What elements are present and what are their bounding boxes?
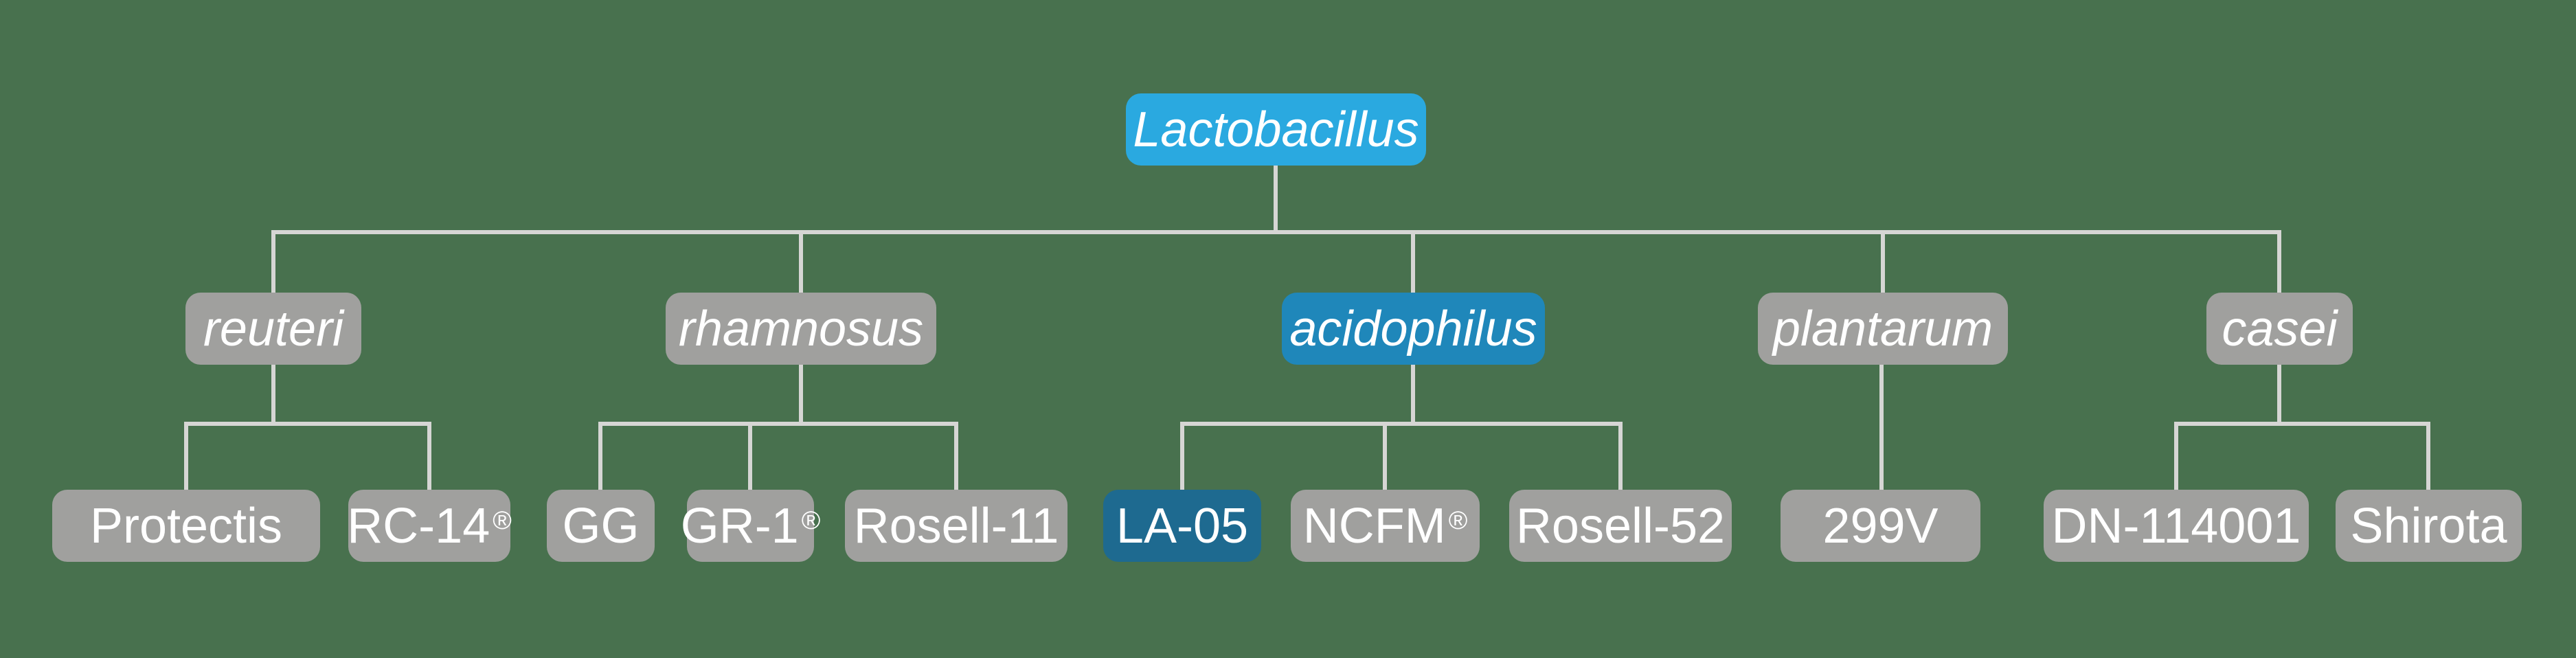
- plantarum-stem-line: [1879, 362, 1884, 493]
- acidophilus-stem-line: [1411, 362, 1415, 426]
- genus-node-lactobacillus: Lactobacillus: [1126, 93, 1426, 166]
- strain-drop-line-rosell52: [1618, 422, 1623, 493]
- strain-node-dn114001: DN-114001: [2044, 490, 2309, 562]
- strain-drop-line-rc14: [427, 422, 431, 493]
- strain-drop-line-gg: [598, 422, 602, 493]
- casei-stem-line: [2277, 362, 2281, 426]
- genus-label: Lactobacillus: [1133, 102, 1419, 157]
- species-node-acidophilus: acidophilus: [1282, 293, 1545, 365]
- species-node-plantarum: plantarum: [1758, 293, 2008, 365]
- reuteri-strain-bus-line: [184, 422, 431, 426]
- acidophilus-strain-bus-line: [1180, 422, 1623, 426]
- strain-node-rosell52: Rosell-52: [1509, 490, 1732, 562]
- registered-trademark-mark: ®: [801, 505, 821, 534]
- strain-node-299v: 299V: [1781, 490, 1980, 562]
- species-drop-line-acidophilus: [1411, 230, 1415, 295]
- casei-strain-bus-line: [2174, 422, 2430, 426]
- strain-label: Rosell-52: [1515, 498, 1726, 554]
- strain-label: 299V: [1822, 498, 1939, 554]
- strain-node-ncfm: NCFM®: [1291, 490, 1480, 562]
- strain-drop-line-shirota: [2426, 422, 2430, 493]
- species-drop-line-reuteri: [271, 230, 275, 295]
- species-node-rhamnosus: rhamnosus: [666, 293, 936, 365]
- species-drop-line-plantarum: [1881, 230, 1885, 295]
- strain-node-la05: LA-05: [1103, 490, 1261, 562]
- strain-label: GG: [562, 498, 640, 554]
- strain-node-gg: GG: [547, 490, 655, 562]
- rhamnosus-strain-bus-line: [598, 422, 958, 426]
- strain-drop-line-protectis: [184, 422, 188, 493]
- strain-label: Protectis: [89, 498, 283, 554]
- strain-drop-line-rosell11: [954, 422, 958, 493]
- strain-node-protectis: Protectis: [52, 490, 320, 562]
- strain-drop-line-la05: [1180, 422, 1184, 493]
- registered-trademark-mark: ®: [493, 505, 512, 534]
- species-drop-line-rhamnosus: [799, 230, 803, 295]
- genus-drop-line: [1274, 161, 1278, 234]
- strain-label: DN-114001: [2051, 498, 2301, 554]
- strain-label: Rosell-11: [853, 498, 1059, 554]
- strain-node-shirota: Shirota: [2336, 490, 2522, 562]
- strain-label: NCFM: [1302, 498, 1446, 554]
- rhamnosus-stem-line: [799, 362, 803, 426]
- strain-drop-line-dn114001: [2174, 422, 2178, 493]
- strain-label: GR-1: [680, 498, 799, 554]
- species-label: rhamnosus: [678, 301, 924, 356]
- species-node-casei: casei: [2206, 293, 2353, 365]
- species-label: reuteri: [203, 301, 344, 356]
- strain-drop-line-gr1: [748, 422, 752, 493]
- strain-label: LA-05: [1116, 498, 1249, 554]
- strain-node-rosell11: Rosell-11: [845, 490, 1067, 562]
- species-node-reuteri: reuteri: [185, 293, 361, 365]
- species-bus-line: [271, 230, 2281, 234]
- strain-node-gr1: GR-1®: [681, 490, 820, 562]
- species-drop-line-casei: [2277, 230, 2281, 295]
- species-label: casei: [2222, 301, 2338, 356]
- reuteri-stem-line: [271, 362, 275, 426]
- strain-drop-line-ncfm: [1383, 422, 1387, 493]
- strain-label: Shirota: [2350, 498, 2507, 554]
- strain-label: RC-14: [347, 498, 490, 554]
- species-label: plantarum: [1772, 301, 1993, 356]
- strain-node-rc14: RC-14®: [347, 490, 512, 562]
- registered-trademark-mark: ®: [1448, 505, 1468, 534]
- species-label: acidophilus: [1289, 301, 1537, 356]
